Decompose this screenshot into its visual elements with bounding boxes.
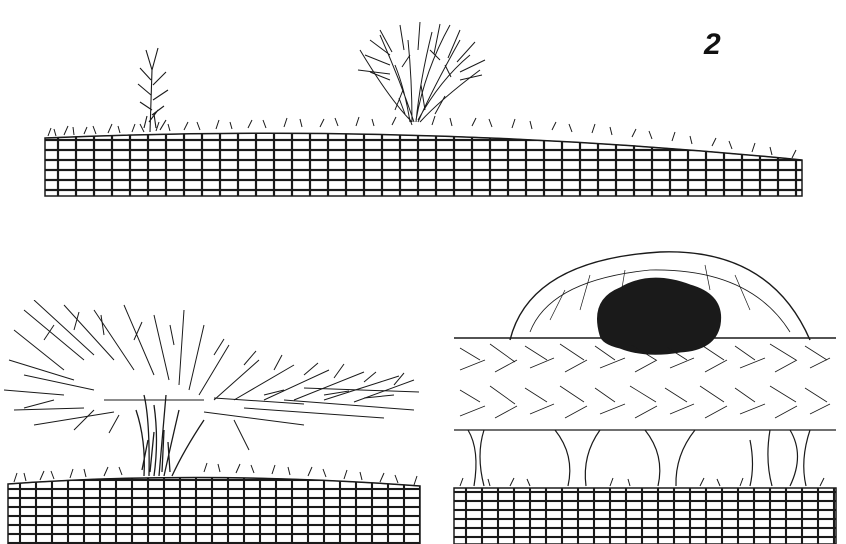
top-illustration <box>40 10 810 200</box>
bottom-left-illustration <box>4 300 424 544</box>
bottom-right-illustration <box>450 240 840 544</box>
small-shrub <box>138 48 168 132</box>
dark-mass <box>598 278 721 354</box>
tree-trunk <box>136 395 204 476</box>
support-columns <box>468 430 810 486</box>
grass-fringe <box>460 478 824 486</box>
large-bush <box>358 22 485 122</box>
soil-cell-layer <box>454 488 836 544</box>
soil-cell-layer <box>45 133 802 196</box>
soil-cell-layer <box>8 477 420 544</box>
panel-top-ground-with-shrubs <box>40 10 810 200</box>
panel-bottom-right-supported-mass <box>450 240 840 544</box>
tree-canopy <box>4 300 419 450</box>
panel-bottom-left-spreading-tree <box>4 300 424 544</box>
